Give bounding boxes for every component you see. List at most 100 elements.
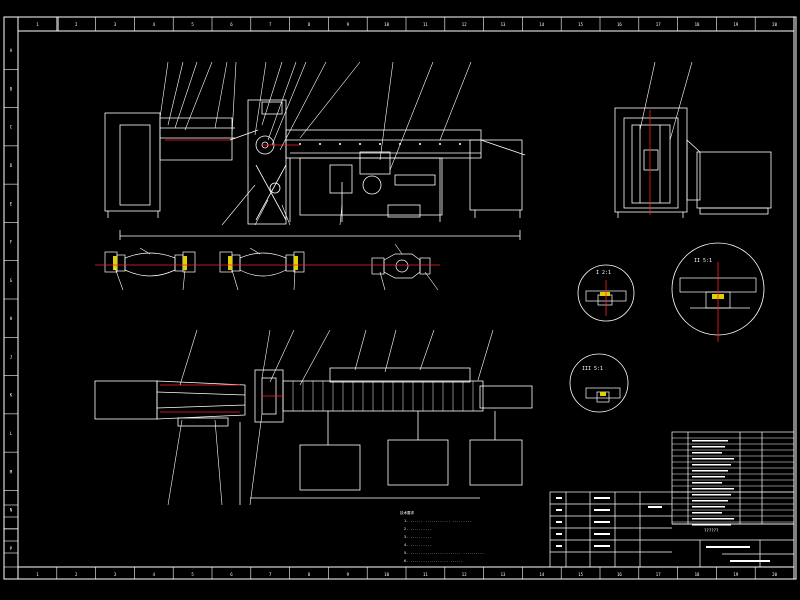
parts-row-text [692, 470, 728, 472]
detail-II-label: II 5:1 [694, 258, 712, 264]
frame-column-mark: 5 [191, 22, 194, 27]
frame-row-mark: F [10, 240, 13, 245]
note-line: 2. .......... [404, 527, 431, 531]
parts-row-text [692, 488, 734, 490]
parts-list-table [671, 431, 795, 525]
parts-row-text [692, 512, 722, 514]
frame-column-mark: 13 [501, 22, 506, 27]
frame-column-marks: 1122334455667788991010111112121313141415… [36, 17, 778, 579]
note-line: 3. .......... [404, 535, 431, 539]
front-elevation-view [104, 99, 526, 240]
note-line: 6. .................. ...... [404, 559, 463, 563]
note-line: 4. .......... [404, 543, 431, 547]
frame-column-mark: 12 [462, 22, 467, 27]
front-view-red-centerlines [165, 139, 300, 146]
frame-column-mark: 7 [269, 572, 272, 577]
frame-column-mark: 14 [539, 572, 544, 577]
frame-column-mark: 2 [75, 22, 78, 27]
detail-I-label: I 2:1 [596, 270, 611, 276]
frame-column-mark: 9 [347, 22, 350, 27]
frame-column-mark: 1 [36, 22, 39, 27]
frame-row-mark: E [10, 201, 13, 206]
frame-column-mark: 11 [423, 572, 428, 577]
frame-row-mark: D [10, 163, 13, 168]
front-view-leader-lines [159, 61, 472, 226]
frame-row-mark: H [10, 316, 13, 321]
detail-view-III: III 5:1 [569, 353, 629, 413]
frame-column-mark: 14 [539, 22, 544, 27]
frame-column-mark: 17 [656, 22, 661, 27]
detail-view-I: I 2:1 [577, 264, 635, 322]
technical-notes: 技术要求 1. ...... ............ ......... 2.… [400, 510, 484, 563]
frame-column-mark: 6 [230, 22, 233, 27]
frame-column-mark: 9 [347, 572, 350, 577]
parts-row-text [692, 440, 728, 442]
title-block-marks [556, 497, 770, 562]
frame-row-mark: A [10, 48, 13, 53]
frame-column-mark: 15 [578, 572, 583, 577]
detail-III-label: III 5:1 [582, 366, 603, 372]
frame-column-mark: 4 [153, 22, 156, 27]
note-line: 5. ........................ .......... [404, 551, 484, 555]
frame-column-mark: 3 [114, 22, 117, 27]
frame-column-mark: 13 [501, 572, 506, 577]
frame-column-mark: 8 [308, 572, 311, 577]
frame-column-mark: 19 [733, 572, 738, 577]
frame-row-mark: L [10, 431, 13, 436]
front-view-roller-dots [299, 143, 461, 145]
parts-row-text [692, 482, 722, 484]
frame-column-mark: 2 [75, 572, 78, 577]
notes-title: 技术要求 [400, 510, 414, 515]
shaft-leader-lines [114, 243, 439, 291]
shaft-section-views [104, 251, 431, 279]
frame-column-mark: 15 [578, 22, 583, 27]
note-line: 1. ...... ............ ......... [404, 519, 471, 523]
frame-column-mark: 10 [384, 22, 389, 27]
detail-view-II: II 5:1 [671, 242, 765, 342]
parts-list-rows [672, 437, 794, 526]
frame-column-mark: 7 [269, 22, 272, 27]
frame-row-mark: B [10, 86, 13, 91]
revision-strip [3, 504, 19, 568]
frame-column-mark: 6 [230, 572, 233, 577]
parts-row-text [692, 464, 731, 466]
parts-row-text [692, 500, 728, 502]
frame-column-mark: 16 [617, 572, 622, 577]
parts-row-text [692, 518, 734, 520]
frame-row-mark: C [10, 125, 13, 130]
frame-column-mark: 3 [114, 572, 117, 577]
frame-column-mark: 20 [772, 22, 777, 27]
frame-row-mark: P [10, 546, 13, 551]
side-view-leader-lines [639, 61, 693, 141]
title-block [549, 491, 795, 568]
frame-row-mark: N [10, 508, 13, 513]
parts-row-text [692, 494, 731, 496]
frame-row-mark: G [10, 278, 13, 283]
parts-row-text [692, 458, 734, 460]
frame-column-mark: 8 [308, 22, 311, 27]
frame-column-mark: 17 [656, 572, 661, 577]
frame-column-mark: 5 [191, 572, 194, 577]
shaft-hatching [113, 256, 298, 270]
parts-row-text [692, 446, 725, 448]
frame-row-mark: M [10, 469, 13, 474]
frame-column-mark: 1 [36, 572, 39, 577]
frame-column-mark: 12 [462, 572, 467, 577]
frame-row-mark: J [10, 354, 12, 359]
plan-view-leader-lines [167, 329, 494, 506]
title-block-label: ?????? [704, 528, 719, 533]
plan-view-slats [292, 381, 474, 411]
sheet-frame [3, 16, 797, 580]
frame-column-mark: 18 [695, 572, 700, 577]
parts-row-text [692, 524, 731, 526]
plan-view [94, 367, 533, 505]
parts-row-text [692, 476, 725, 478]
frame-column-mark: 19 [733, 22, 738, 27]
frame-column-mark: 11 [423, 22, 428, 27]
parts-row-text [692, 506, 725, 508]
parts-row-text [692, 452, 722, 454]
frame-column-mark: 18 [695, 22, 700, 27]
side-elevation-view [614, 107, 772, 218]
